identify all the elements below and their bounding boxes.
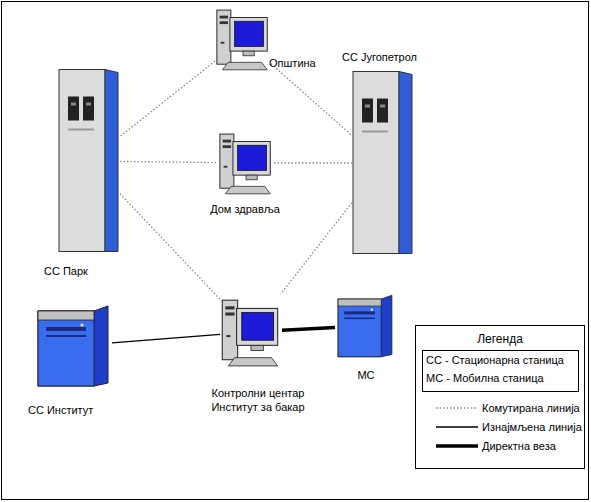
legend-entry: Изнајмљена линија — [482, 420, 582, 434]
legend-box: Легенда СС - Стационарна станица МС - Моби… — [415, 325, 585, 469]
node-label: СС Југопетрол — [342, 50, 430, 64]
leased-line-sample — [436, 426, 478, 427]
switched-line — [120, 161, 218, 162]
computer-icon — [215, 4, 271, 74]
legend-entry: Директна веза — [482, 439, 556, 453]
cabinet-icon — [34, 305, 112, 387]
server-node: СС Парк — [40, 68, 130, 282]
computer-icon — [220, 294, 282, 370]
switched-line — [281, 203, 352, 294]
server-node: СС Југопетрол — [338, 50, 430, 258]
server-tower-icon — [352, 70, 414, 256]
switched-line — [120, 194, 220, 300]
node-label: Општина — [269, 56, 329, 70]
node-label: МС — [330, 368, 402, 382]
legend-entry: МС - Мобилна станица — [426, 371, 544, 385]
node-label: СС Институт — [28, 403, 120, 417]
legend-entry: СС - Стационарна станица — [426, 353, 564, 367]
switched-line-sample — [436, 407, 478, 408]
node-label: СС Парк — [44, 264, 130, 278]
server-tower-icon — [58, 68, 120, 254]
cabinet-icon — [335, 290, 395, 362]
switched-line — [274, 163, 352, 164]
leased-line — [112, 334, 220, 342]
computer-icon — [218, 128, 274, 198]
computer-node: Дом здравља — [200, 128, 290, 220]
legend-entry: Комутирана линија — [482, 401, 580, 415]
station-node: МС — [330, 290, 402, 386]
switched-line — [120, 61, 215, 136]
node-label: Контролни центар Институт за бакар — [196, 386, 320, 414]
legend-title: Легенда — [416, 332, 584, 346]
computer-node: Контролни центар Институт за бакар — [196, 294, 320, 420]
node-label: Дом здравља — [200, 202, 290, 216]
switched-line — [271, 64, 352, 136]
direct-link-sample — [436, 444, 478, 448]
direct-link — [282, 328, 335, 331]
station-node: СС Институт — [26, 305, 122, 423]
computer-node: Општина — [205, 4, 330, 80]
